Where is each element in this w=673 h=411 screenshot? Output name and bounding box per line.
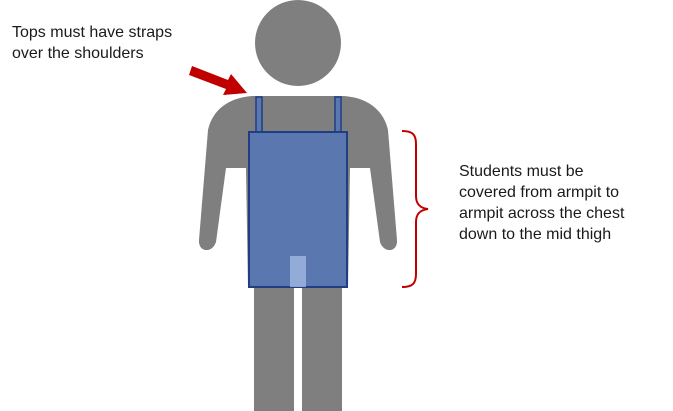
head-shape xyxy=(255,0,341,86)
right-strap xyxy=(335,97,341,134)
straps-annotation-line: Tops must have straps xyxy=(12,22,172,43)
straps-annotation-line: over the shoulders xyxy=(12,43,172,64)
coverage-annotation: Students must be covered from armpit to … xyxy=(459,161,624,245)
coverage-annotation-line: covered from armpit to xyxy=(459,182,624,203)
coverage-annotation-line: armpit across the chest xyxy=(459,203,624,224)
straps-annotation: Tops must have straps over the shoulders xyxy=(12,22,172,64)
left-leg xyxy=(254,280,294,411)
left-strap xyxy=(256,97,262,134)
brace-icon xyxy=(402,131,428,287)
arrow-icon xyxy=(189,66,247,95)
coverage-annotation-line: down to the mid thigh xyxy=(459,224,624,245)
leg-gap-highlight xyxy=(290,256,306,287)
coverage-annotation-line: Students must be xyxy=(459,161,624,182)
right-leg xyxy=(302,280,342,411)
